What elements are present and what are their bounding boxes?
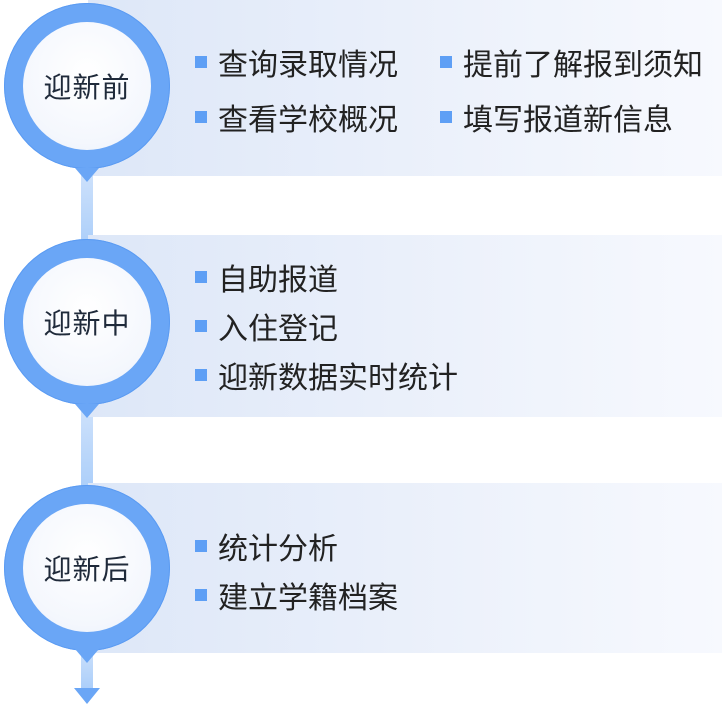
bullet-square-icon (195, 320, 207, 332)
stage-node-inner: 迎新中 (23, 258, 151, 386)
stage-label: 迎新前 (43, 71, 131, 104)
item-text: 统计分析 (218, 532, 338, 567)
arrow-down-icon (74, 688, 100, 704)
stage-pointer (75, 649, 99, 663)
item-text: 自助报道 (218, 263, 338, 298)
bullet-square-icon (440, 111, 452, 123)
item-text: 建立学籍档案 (218, 581, 398, 616)
stage-band-after (88, 483, 722, 653)
item-text: 提前了解报到须知 (463, 48, 703, 83)
item-text: 查看学校概况 (218, 103, 398, 138)
stage-band-during (88, 235, 722, 417)
flow-connector-2 (81, 405, 93, 495)
list-item: 查看学校概况 (195, 97, 398, 138)
flow-connector-1 (81, 170, 93, 250)
bullet-square-icon (195, 369, 207, 381)
stage-label: 迎新中 (43, 307, 131, 340)
list-item: 迎新数据实时统计 (195, 355, 458, 396)
stage-node-inner: 迎新后 (23, 504, 151, 632)
item-text: 填写报道新信息 (463, 103, 673, 138)
bullet-square-icon (195, 111, 207, 123)
bullet-square-icon (195, 56, 207, 68)
stage-pointer (75, 168, 99, 182)
list-item: 入住登记 (195, 306, 338, 347)
list-item: 统计分析 (195, 526, 338, 567)
item-text: 入住登记 (218, 312, 338, 347)
stage-band-before (88, 0, 722, 176)
stage-label: 迎新后 (43, 553, 131, 586)
item-text: 迎新数据实时统计 (218, 361, 458, 396)
list-item: 填写报道新信息 (440, 97, 673, 138)
list-item: 自助报道 (195, 257, 338, 298)
list-item: 查询录取情况 (195, 42, 398, 83)
stage-node-during: 迎新中 (4, 239, 170, 405)
stage-node-inner: 迎新前 (23, 22, 151, 150)
stage-node-after: 迎新后 (4, 485, 170, 651)
bullet-square-icon (195, 540, 207, 552)
list-item: 建立学籍档案 (195, 575, 398, 616)
stage-node-before: 迎新前 (4, 3, 170, 169)
bullet-square-icon (195, 271, 207, 283)
list-item: 提前了解报到须知 (440, 42, 703, 83)
bullet-square-icon (195, 589, 207, 601)
item-text: 查询录取情况 (218, 48, 398, 83)
bullet-square-icon (440, 56, 452, 68)
stage-pointer (75, 404, 99, 418)
